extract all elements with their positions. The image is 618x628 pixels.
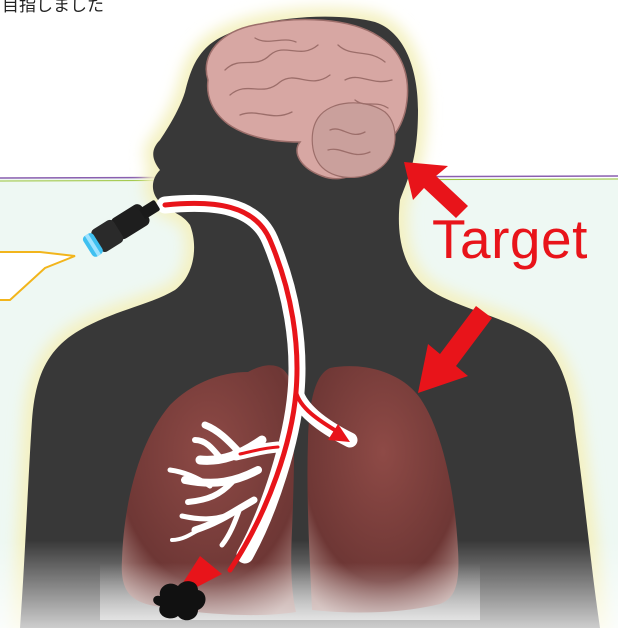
target-label: Target xyxy=(432,212,588,267)
header-text: 目指しました xyxy=(2,0,104,16)
